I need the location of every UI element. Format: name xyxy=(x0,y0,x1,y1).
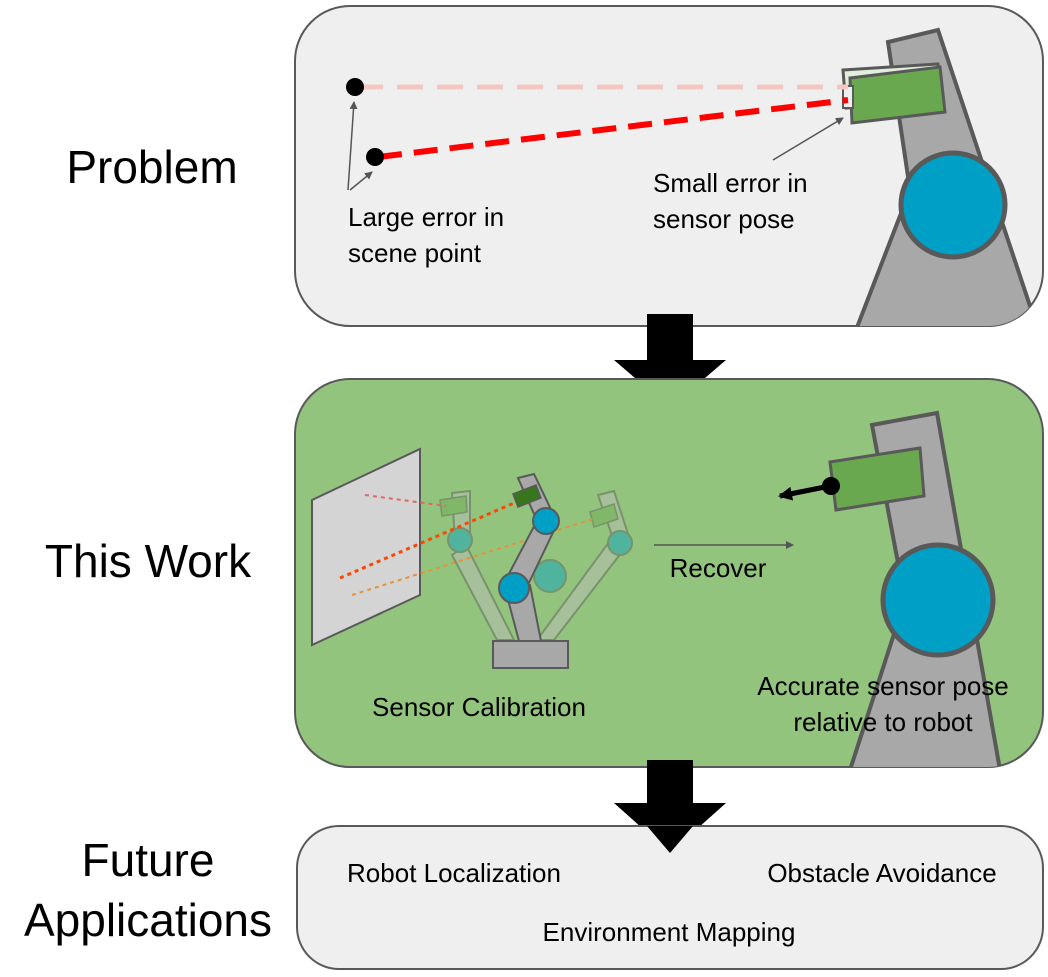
sensor-frame-origin xyxy=(822,477,840,495)
result-label-line2: relative to robot xyxy=(793,707,973,737)
row-label-problem: Problem xyxy=(66,141,237,193)
calibration-label: Sensor Calibration xyxy=(372,692,586,722)
flow-arrow-down xyxy=(614,314,726,408)
calibration-arm xyxy=(492,472,569,669)
flow-arrow-down xyxy=(614,760,726,853)
recover-label: Recover xyxy=(670,553,767,583)
flow-arrow-down-tip xyxy=(647,826,693,853)
calibration-ray xyxy=(339,498,522,580)
pointer-arrow xyxy=(349,171,373,191)
sensor-frame-arrow xyxy=(778,483,831,501)
application-robot-localization: Robot Localization xyxy=(347,858,561,888)
error-scene-point xyxy=(366,148,384,166)
row-label-future-line1: Future xyxy=(82,834,215,886)
scene-error-label-line1: Large error in xyxy=(348,202,504,232)
recovered-robot-arm xyxy=(828,410,1003,767)
arm-sensor xyxy=(512,484,542,508)
pointer-arrow xyxy=(347,101,358,191)
true-scene-point xyxy=(346,78,364,96)
row-label-future-line2: Applications xyxy=(24,894,272,946)
sensor-error-label-line2: sensor pose xyxy=(653,204,795,234)
calibration-ray xyxy=(351,517,597,596)
pointer-arrow xyxy=(772,117,844,161)
calibration-target xyxy=(311,447,421,647)
problem-robot-arm xyxy=(841,27,1041,326)
arm-joint-elbow xyxy=(532,507,560,535)
ghost-arm-right xyxy=(533,489,633,641)
application-environment-mapping: Environment Mapping xyxy=(543,917,796,947)
application-obstacle-avoidance: Obstacle Avoidance xyxy=(767,858,996,888)
sensor-body xyxy=(848,65,947,125)
calibration-ray xyxy=(364,494,447,507)
robot-joint xyxy=(880,542,996,658)
scene-error-label-line2: scene point xyxy=(348,238,482,268)
arm-joint-shoulder xyxy=(498,572,530,604)
error-ray xyxy=(377,97,849,160)
robot-joint xyxy=(898,150,1008,260)
sensor-error-label-line1: Small error in xyxy=(653,168,808,198)
arm-base xyxy=(492,640,569,669)
result-label-line1: Accurate sensor pose xyxy=(757,671,1008,701)
row-label-this-work: This Work xyxy=(45,535,252,587)
